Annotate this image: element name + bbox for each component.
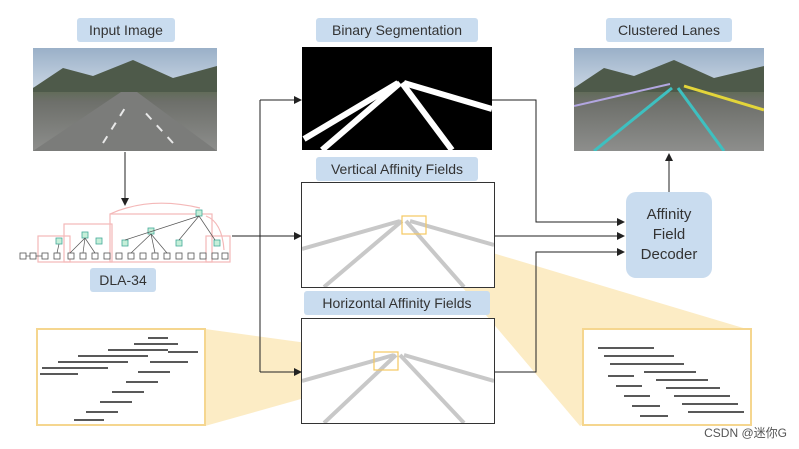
segmentation-lanes [302,80,493,153]
decoder-line-3: Decoder [640,246,698,263]
affinity-field-decoder: Affinity Field Decoder [626,192,712,278]
input-image [33,48,217,151]
horizontal-arrow-field [40,337,198,421]
horizontal-affinity-lanes [301,351,495,425]
vertical-field-zoom [582,328,752,426]
horizontal-field-zoom [36,328,206,426]
binary-segmentation-image [302,47,493,153]
vertical-arrow-field [598,347,744,417]
binary-segmentation-label: Binary Segmentation [316,18,478,42]
clustered-lane-overlay [573,60,765,153]
vertical-affinity-label: Vertical Affinity Fields [316,157,478,181]
clustered-lanes-label: Clustered Lanes [606,18,732,42]
dla34-label: DLA-34 [90,268,156,292]
horizontal-affinity-image [301,318,495,425]
decoder-line-2: Field [652,226,686,243]
decoder-line-1: Affinity [646,206,692,223]
horizontal-affinity-label: Horizontal Affinity Fields [304,291,490,315]
vertical-affinity-image [301,182,495,289]
arrow-binary-to-decoder [492,99,625,226]
vertical-affinity-lanes [301,215,495,289]
road-scene-graphic [33,60,217,151]
clustered-lanes-image [573,48,765,153]
arrow-horizontal-to-decoder [495,248,625,373]
input-image-label: Input Image [77,18,175,42]
watermark-text: CSDN @迷你G [704,426,787,440]
